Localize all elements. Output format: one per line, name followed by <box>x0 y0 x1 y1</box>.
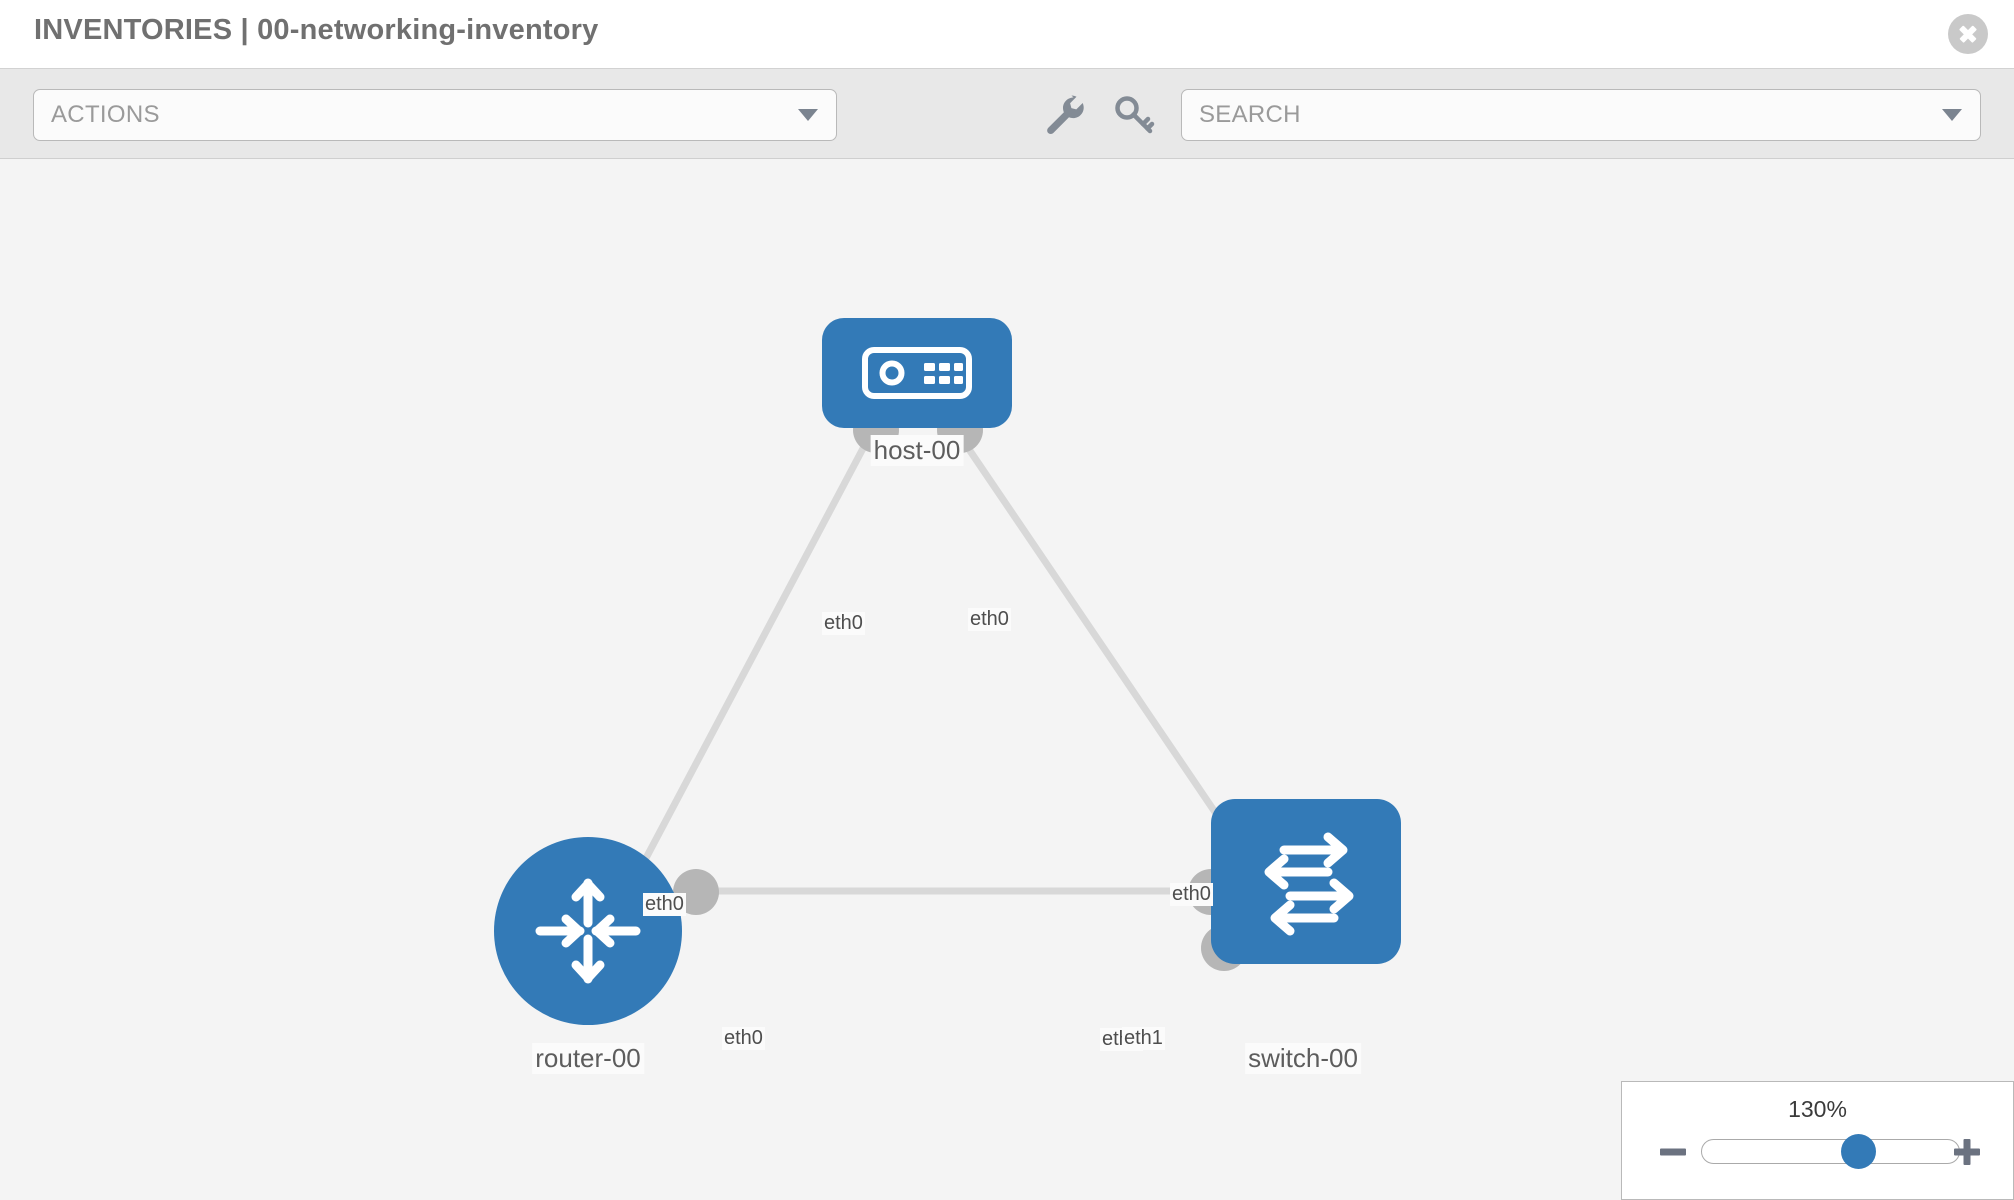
search-dropdown[interactable]: SEARCH <box>1181 89 1981 141</box>
port-label: eth0 <box>968 608 1011 631</box>
node-switch-00[interactable] <box>1211 799 1401 964</box>
host-node-shape[interactable] <box>822 318 1012 428</box>
key-icon[interactable] <box>1110 91 1158 139</box>
router-node-shape[interactable] <box>494 837 682 1025</box>
wrench-icon[interactable] <box>1040 91 1088 139</box>
port-label: eth0 <box>822 612 865 635</box>
zoom-control-panel: 130% <box>1621 1081 2014 1200</box>
zoom-level-value: 130% <box>1788 1096 1847 1122</box>
chevron-down-icon <box>798 109 818 121</box>
node-label-router-00: router-00 <box>532 1043 644 1074</box>
node-host-00[interactable] <box>822 318 1012 428</box>
port-label: eth0 <box>1170 883 1213 906</box>
switch-node-shape[interactable] <box>1211 799 1401 964</box>
node-label-host-00: host-00 <box>870 435 964 466</box>
node-label-switch-00: switch-00 <box>1245 1043 1361 1074</box>
port-label: eth1 <box>1122 1027 1165 1050</box>
search-input[interactable]: SEARCH <box>1199 101 1301 128</box>
chevron-down-icon <box>1942 109 1962 121</box>
actions-dropdown[interactable]: ACTIONS <box>33 89 837 141</box>
close-icon[interactable] <box>1948 14 1988 54</box>
server-icon <box>862 347 972 399</box>
zoom-out-button[interactable] <box>1658 1137 1688 1167</box>
topology-canvas[interactable]: host-00 router-00 <box>0 159 2014 1200</box>
port-label: eth0 <box>643 893 686 916</box>
zoom-slider-thumb[interactable] <box>1841 1134 1876 1169</box>
topology-links <box>632 437 1243 895</box>
zoom-in-button[interactable] <box>1952 1137 1982 1167</box>
page-header: INVENTORIES | 00-networking-inventory <box>0 0 2014 68</box>
zoom-slider-track[interactable] <box>1701 1139 1960 1164</box>
node-router-00[interactable] <box>494 837 682 1025</box>
switch-arrows-icon <box>1264 832 1354 935</box>
router-arrows-icon <box>535 878 641 984</box>
port-label: eth0 <box>722 1027 765 1050</box>
actions-dropdown-label: ACTIONS <box>51 101 160 128</box>
toolbar: ACTIONS SEARCH <box>0 68 2014 159</box>
page-title: INVENTORIES | 00-networking-inventory <box>34 14 599 46</box>
